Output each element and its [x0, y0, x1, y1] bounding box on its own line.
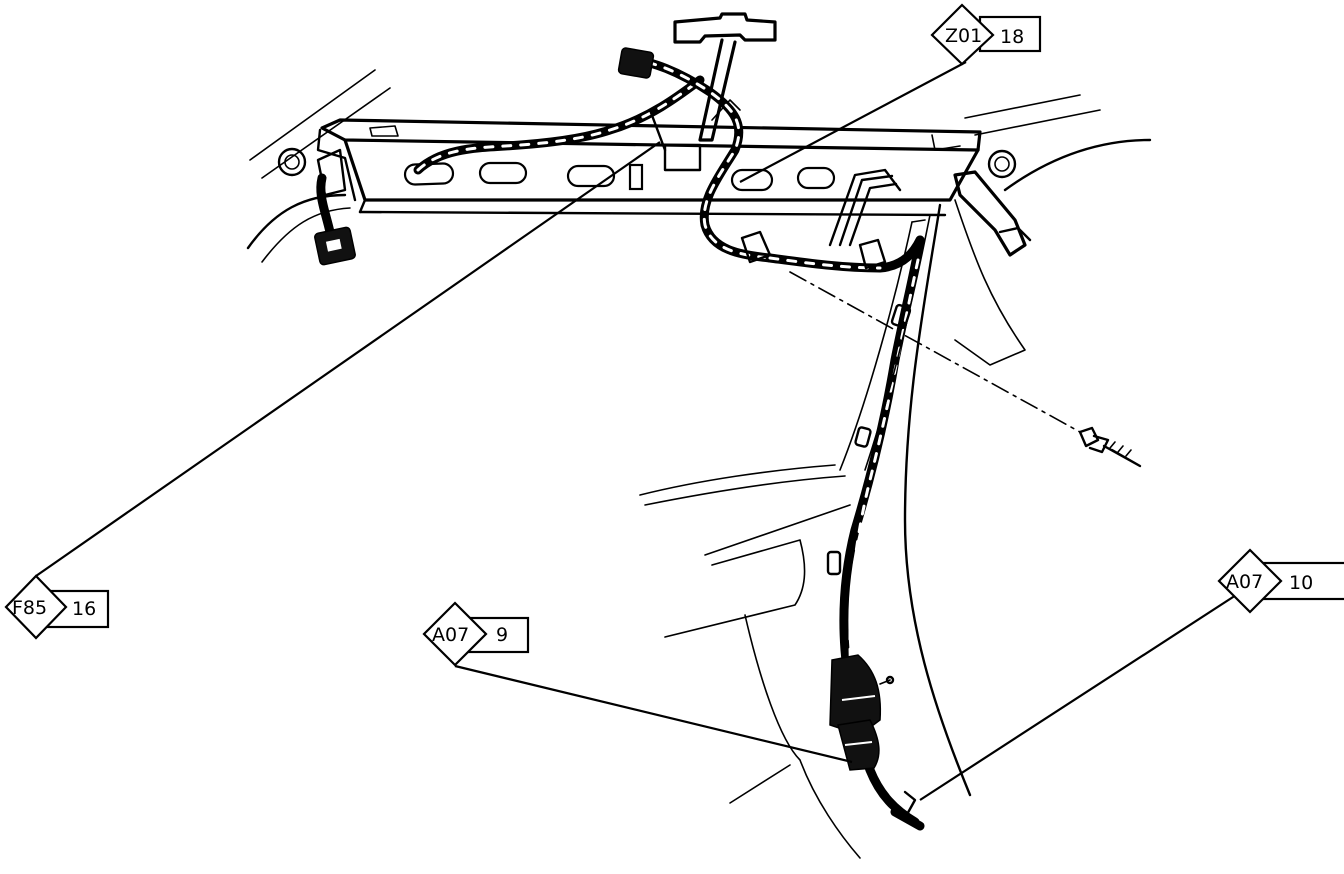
callout-number: 16 — [72, 598, 96, 620]
callout-number: 18 — [1000, 26, 1024, 48]
callout-code: A07 — [432, 624, 469, 646]
callout-code: Z01 — [945, 25, 982, 47]
left-connector — [314, 173, 356, 266]
callout-number: 10 — [1289, 572, 1313, 594]
callout-f85-16: F85 16 — [4, 574, 110, 640]
callout-a07-10: A07 10 — [1217, 548, 1344, 614]
callout-z01-18: Z01 18 — [930, 3, 1042, 66]
callout-code: F85 — [12, 597, 47, 619]
callout-code: A07 — [1226, 571, 1263, 593]
callout-number: 9 — [496, 624, 508, 646]
body-outline — [246, 69, 1152, 859]
callout-a07-9: A07 9 — [422, 601, 530, 667]
fastener-screw — [789, 271, 1142, 468]
roof-cross-member — [277, 118, 1017, 217]
wiring-harness — [413, 47, 1032, 831]
leader-lines — [35, 61, 1251, 801]
